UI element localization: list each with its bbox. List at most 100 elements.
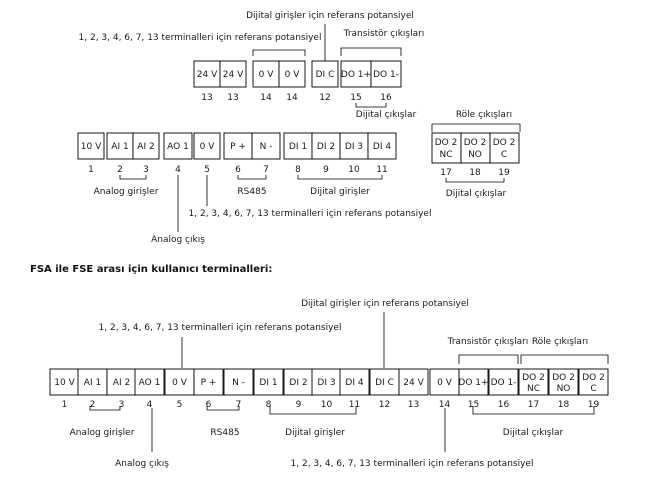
terminal-box <box>193 132 221 160</box>
terminal-box <box>578 368 609 396</box>
terminal-label: AO 1 <box>167 142 189 152</box>
terminal-number: 11 <box>349 400 360 410</box>
terminal-box <box>77 132 105 160</box>
terminal-box <box>278 60 306 88</box>
terminal-number: 18 <box>558 400 570 410</box>
terminal-number: 4 <box>175 165 181 175</box>
label-rs485-bottom: RS485 <box>210 428 239 438</box>
label-digital-in-bottom: Dijital girişler <box>285 428 345 438</box>
terminal-number: 5 <box>177 400 183 410</box>
terminal-number: 6 <box>235 165 241 175</box>
terminal-label: AO 1 <box>139 378 161 388</box>
bracket-dout-top <box>355 103 387 108</box>
label-relay-bottom: Röle çıkışları <box>532 337 588 347</box>
label-digital-out-relay: Dijital çıkışlar <box>446 189 507 199</box>
terminal-label: DI C <box>316 70 335 80</box>
bracket-transistor-bottom <box>458 354 519 364</box>
terminal-box <box>460 132 491 164</box>
terminal-number: 13 <box>408 400 419 410</box>
bracket-relay-dout <box>445 178 505 183</box>
terminal-number: 7 <box>236 400 242 410</box>
terminal-label: 0 V <box>172 378 188 388</box>
label-rs485-mid: RS485 <box>237 187 266 197</box>
terminal-number: 12 <box>379 400 390 410</box>
terminal-label: DI 4 <box>345 378 363 388</box>
label-analog-in-bottom: Analog girişler <box>70 428 135 438</box>
terminal-box <box>370 60 402 88</box>
terminal-label: DO 2 <box>522 373 545 383</box>
terminal-box <box>339 368 370 396</box>
terminal-box <box>431 132 462 164</box>
label-transistor-bottom: Transistör çıkışları <box>447 337 529 347</box>
terminal-label: AI 2 <box>137 142 154 152</box>
terminal-label: P + <box>201 378 217 388</box>
terminal-label: DO 2 <box>582 373 605 383</box>
terminal-label: 10 V <box>54 378 75 388</box>
terminal-number: 13 <box>201 93 212 103</box>
terminal-box <box>223 368 254 396</box>
bracket-digital-in-bottom <box>269 406 357 415</box>
terminal-box <box>251 132 281 160</box>
terminal-box <box>106 132 134 160</box>
terminal-label: 0 V <box>259 70 275 80</box>
terminal-box <box>311 368 342 396</box>
terminal-box <box>283 132 313 160</box>
top-connectors: Dijital çıkışlar <box>252 24 417 120</box>
terminal-box <box>252 60 280 88</box>
terminal-label: DO 2 <box>435 138 458 148</box>
terminal-label: 24 V <box>223 70 244 80</box>
terminal-number: 16 <box>498 400 510 410</box>
terminal-box <box>163 132 193 160</box>
terminal-number: 10 <box>321 400 333 410</box>
terminal-number: 11 <box>376 165 387 175</box>
terminal-label: DO 1- <box>373 70 399 80</box>
relay-terminal-group: DO 2 NC DO 2 NO DO 2 C 17 18 19 Dijital … <box>431 123 521 199</box>
terminal-number: 4 <box>147 400 153 410</box>
bracket-relay-top <box>431 123 521 132</box>
terminal-number: 17 <box>528 400 539 410</box>
terminal-number: 15 <box>350 93 361 103</box>
label-analog-out-mid: Analog çıkış <box>151 235 205 245</box>
terminal-label: DO 2 <box>464 138 487 148</box>
terminal-box <box>223 132 253 160</box>
terminal-box <box>193 60 221 88</box>
terminal-box <box>488 368 519 396</box>
terminal-label: DI C <box>375 378 394 388</box>
terminal-label: DI 3 <box>345 142 363 152</box>
terminal-box <box>253 368 284 396</box>
label-digital-out-bottom: Dijital çıkışlar <box>503 428 564 438</box>
terminal-number: 9 <box>296 400 302 410</box>
terminal-label-sub: NO <box>468 150 482 160</box>
terminal-number: 2 <box>90 400 96 410</box>
label-digital-in-mid: Dijital girişler <box>310 187 370 197</box>
terminal-label: 24 V <box>403 378 424 388</box>
label-digital-out-top: Dijital çıkışlar <box>356 110 417 120</box>
terminal-label-sub: NC <box>527 384 540 394</box>
terminal-box <box>49 368 80 396</box>
terminal-label: DI 1 <box>259 378 277 388</box>
bottom-connectors: Analog girişler RS485 Dijital girişler D… <box>70 312 609 469</box>
terminal-number: 2 <box>117 165 123 175</box>
bracket-digital-out-bottom <box>472 406 595 415</box>
terminal-label: AI 1 <box>111 142 128 152</box>
bracket-transistor-top <box>340 47 402 56</box>
bracket-rs485-bottom <box>206 406 240 411</box>
terminal-box <box>193 368 224 396</box>
terminal-label: DI 3 <box>317 378 335 388</box>
terminal-label-sub: NO <box>557 384 571 394</box>
terminal-number: 14 <box>439 400 451 410</box>
terminal-number: 1 <box>88 165 94 175</box>
terminal-label-sub: C <box>590 384 596 394</box>
label-transistor-top: Transistör çıkışları <box>343 29 425 39</box>
terminal-label: 10 V <box>81 142 102 152</box>
terminal-number: 18 <box>469 168 481 178</box>
terminal-box <box>489 132 520 164</box>
bracket-rs485-mid <box>237 175 267 180</box>
middle-connectors: Analog girişler RS485 Dijital girişler A… <box>94 175 431 245</box>
terminal-number: 3 <box>143 165 149 175</box>
terminal-label: DO 2 <box>493 138 516 148</box>
terminal-box <box>132 132 160 160</box>
terminal-box <box>548 368 579 396</box>
